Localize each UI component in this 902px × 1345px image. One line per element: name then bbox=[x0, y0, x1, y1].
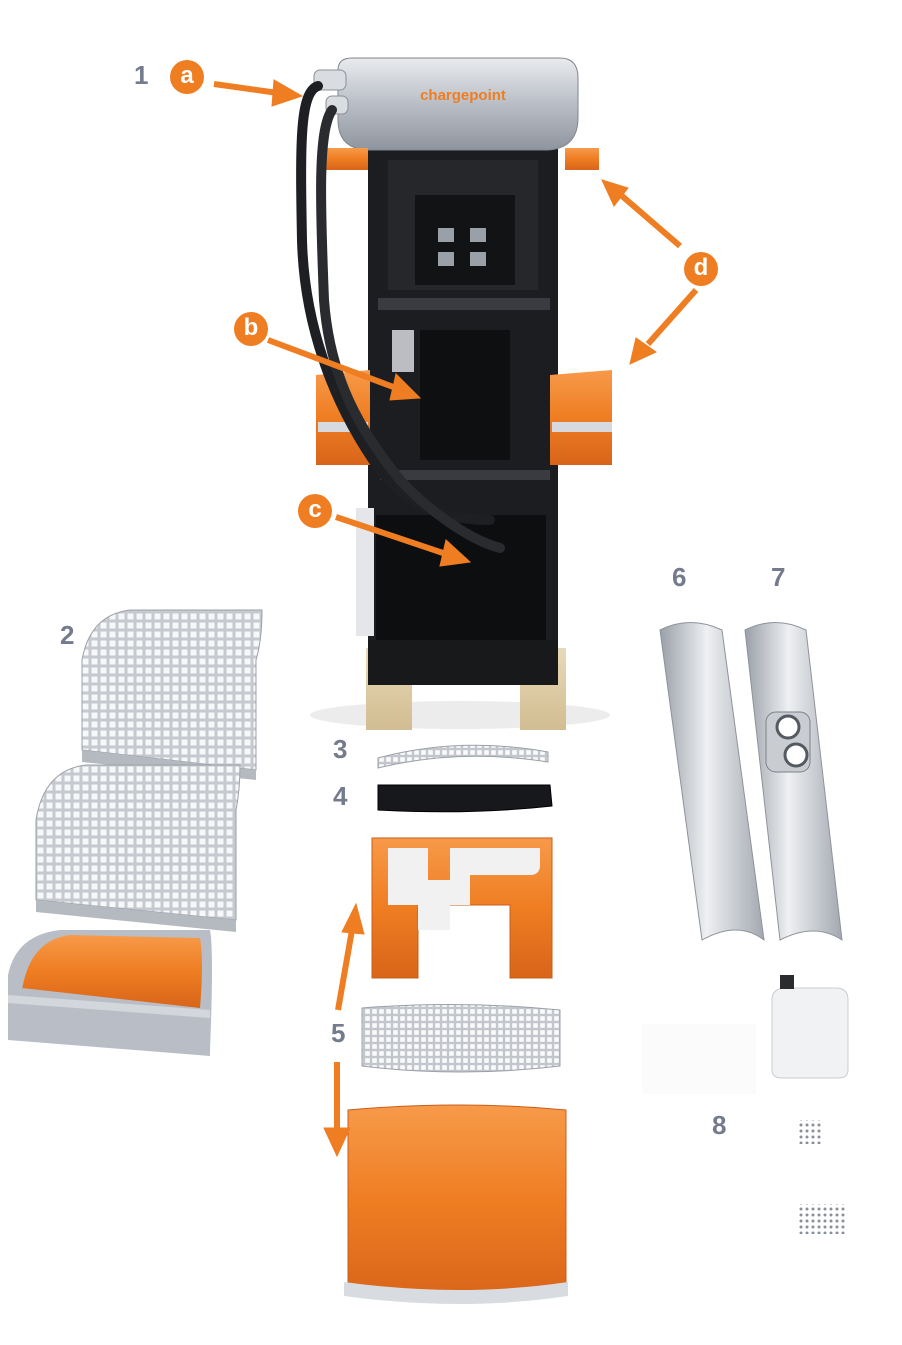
part-label-2: 2 bbox=[60, 620, 75, 650]
part-label-6: 6 bbox=[672, 562, 687, 592]
charging-cable-2 bbox=[316, 105, 505, 553]
callout-d: d bbox=[684, 252, 718, 286]
part-8-accessories bbox=[642, 975, 849, 1234]
orange-bracket-top-right bbox=[565, 148, 599, 170]
callout-a: a bbox=[170, 60, 204, 94]
charger-head bbox=[337, 57, 579, 151]
container-cap-icon bbox=[780, 975, 794, 989]
part-label-5: 5 bbox=[331, 1018, 346, 1048]
post-socket-icon bbox=[783, 742, 809, 768]
callout-c: c bbox=[298, 494, 332, 528]
part-label-1: 1 bbox=[134, 60, 149, 90]
callout-b: b bbox=[234, 312, 268, 346]
part-3-grill-bezel bbox=[377, 744, 549, 769]
fluid-container bbox=[771, 987, 849, 1079]
part-label-4: 4 bbox=[333, 781, 348, 811]
chargepoint-logo: chargepoint bbox=[420, 87, 506, 104]
callout-arrows bbox=[213, 79, 699, 1158]
post-socket-icon bbox=[775, 714, 801, 740]
chargepoint-plus-mark bbox=[388, 848, 540, 930]
screws-set-icon bbox=[797, 1204, 845, 1234]
part-label-3: 3 bbox=[333, 734, 348, 764]
part-4-black-bezel bbox=[377, 784, 553, 813]
part-label-8: 8 bbox=[712, 1110, 727, 1140]
part-6-post bbox=[659, 622, 765, 942]
black-module-b bbox=[420, 330, 510, 460]
orange-bracket-right bbox=[550, 370, 612, 465]
black-module-c bbox=[376, 515, 546, 645]
part-5-front-covers bbox=[344, 837, 568, 1304]
screws-set-icon bbox=[798, 1120, 822, 1144]
charging-station: chargepoint bbox=[296, 57, 612, 730]
part-label-7: 7 bbox=[771, 562, 786, 592]
part-7-post bbox=[744, 622, 843, 942]
side-covers-set bbox=[8, 609, 263, 1056]
